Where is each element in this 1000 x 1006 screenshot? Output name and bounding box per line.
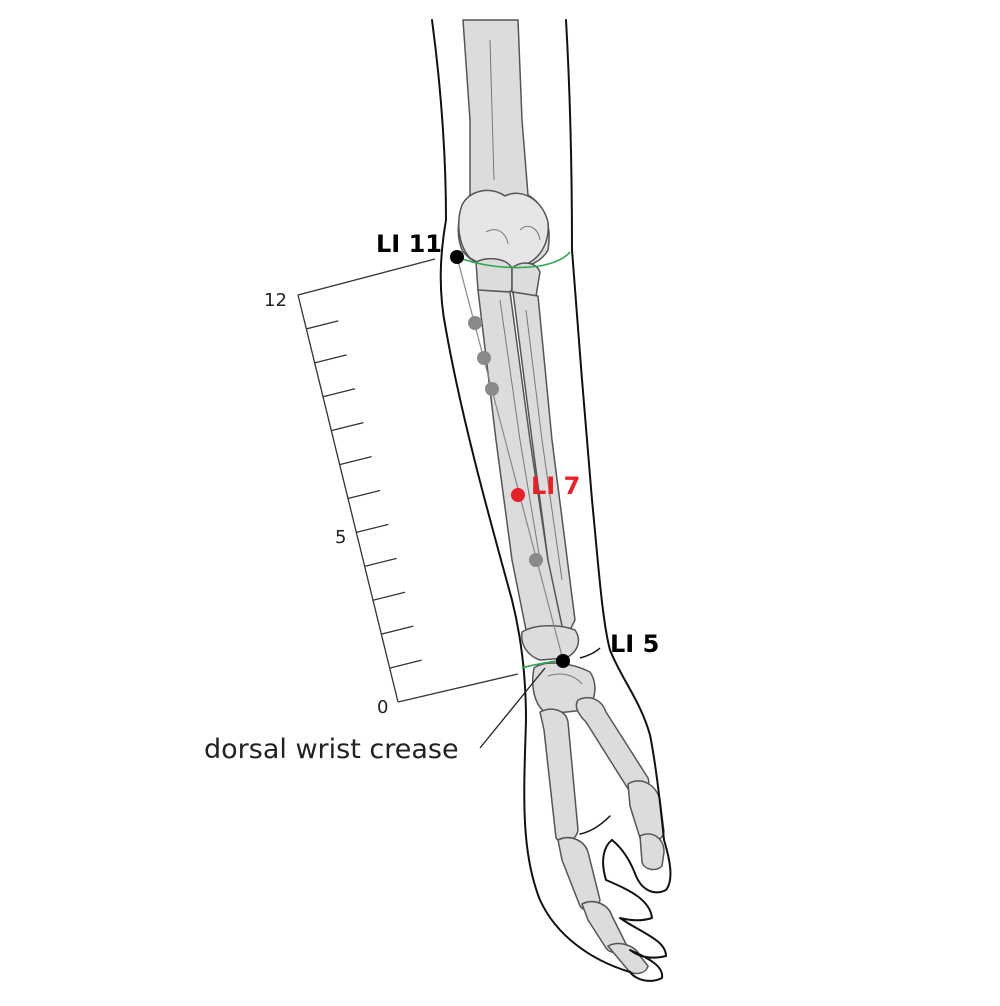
knuckle-crease: [579, 815, 611, 835]
point-li7-marker[interactable]: [511, 488, 525, 502]
point-li5-marker[interactable]: [556, 654, 570, 668]
scale-tick: [356, 523, 389, 534]
scale-bottom-line: [397, 673, 519, 703]
intermediate-point[interactable]: [468, 316, 482, 330]
annotation-leader-line: [479, 667, 546, 749]
scale-tick: [381, 625, 414, 635]
scale-ticks: [306, 320, 422, 669]
measurement-scale: [297, 258, 519, 703]
scale-tick: [339, 455, 372, 466]
intermediate-point[interactable]: [529, 553, 543, 567]
bone-details: [485, 39, 583, 685]
li5-pointer: [579, 647, 601, 659]
scale-tick: [331, 422, 364, 432]
point-li5-label: LI 5: [610, 630, 659, 658]
finger-outline: [602, 839, 667, 982]
thumb-outline: [611, 839, 672, 894]
elbow-crease: [456, 251, 571, 269]
scale-tick: [389, 659, 422, 669]
point-li11-label: LI 11: [376, 230, 442, 258]
point-li7-label: LI 7: [531, 472, 580, 500]
dorsal-wrist-crease-label: dorsal wrist crease: [204, 734, 459, 765]
scale-tick: [314, 354, 347, 364]
outline-right: [565, 19, 665, 841]
distal-forearm: [520, 625, 580, 661]
intermediate-point[interactable]: [485, 382, 499, 396]
arm-outline: [431, 19, 672, 982]
index-phalanx-1: [557, 836, 601, 911]
intermediate-point[interactable]: [477, 351, 491, 365]
index-phalanx-3: [607, 942, 649, 975]
scale-label-5: 5: [335, 527, 346, 548]
scale-tick: [347, 489, 381, 500]
thumb-metacarpal: [575, 696, 650, 795]
scale-tick: [322, 388, 356, 398]
humerus-condyle: [457, 189, 549, 269]
scale-tick: [364, 557, 397, 567]
thumb-phalanx-2: [639, 833, 665, 871]
outline-left: [431, 19, 631, 973]
scale-tick: [372, 591, 406, 601]
scale-tick: [306, 320, 339, 330]
index-metacarpal: [539, 708, 579, 843]
scale-top-line: [297, 258, 436, 296]
point-li11-marker[interactable]: [450, 250, 464, 264]
intermediate-points: [468, 316, 543, 567]
scale-label-0: 0: [377, 697, 388, 718]
scale-label-12: 12: [264, 290, 287, 311]
